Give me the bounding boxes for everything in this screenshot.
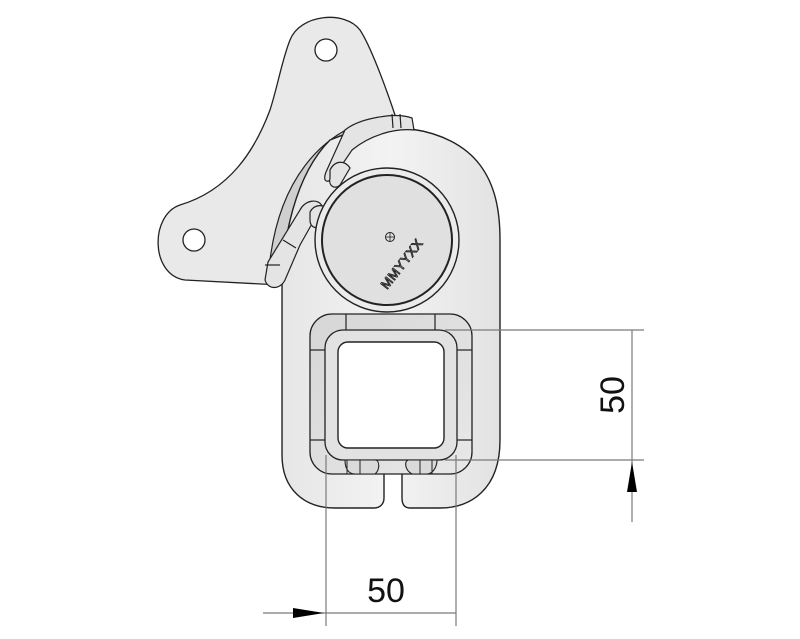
vertical-dimension-label: 50 <box>594 376 632 414</box>
mount-hole-left <box>182 228 206 252</box>
circular-cap: MMYYXX <box>314 167 460 313</box>
arrow-up-icon <box>627 462 637 492</box>
hinge-knuckles <box>264 113 415 289</box>
tube-clamp-frame <box>309 313 473 475</box>
mounting-flange <box>157 16 396 286</box>
arrow-right-icon <box>293 608 324 618</box>
horizontal-dimension-label: 50 <box>367 572 405 610</box>
mount-hole-top <box>314 38 338 62</box>
square-tube-opening <box>337 341 445 449</box>
